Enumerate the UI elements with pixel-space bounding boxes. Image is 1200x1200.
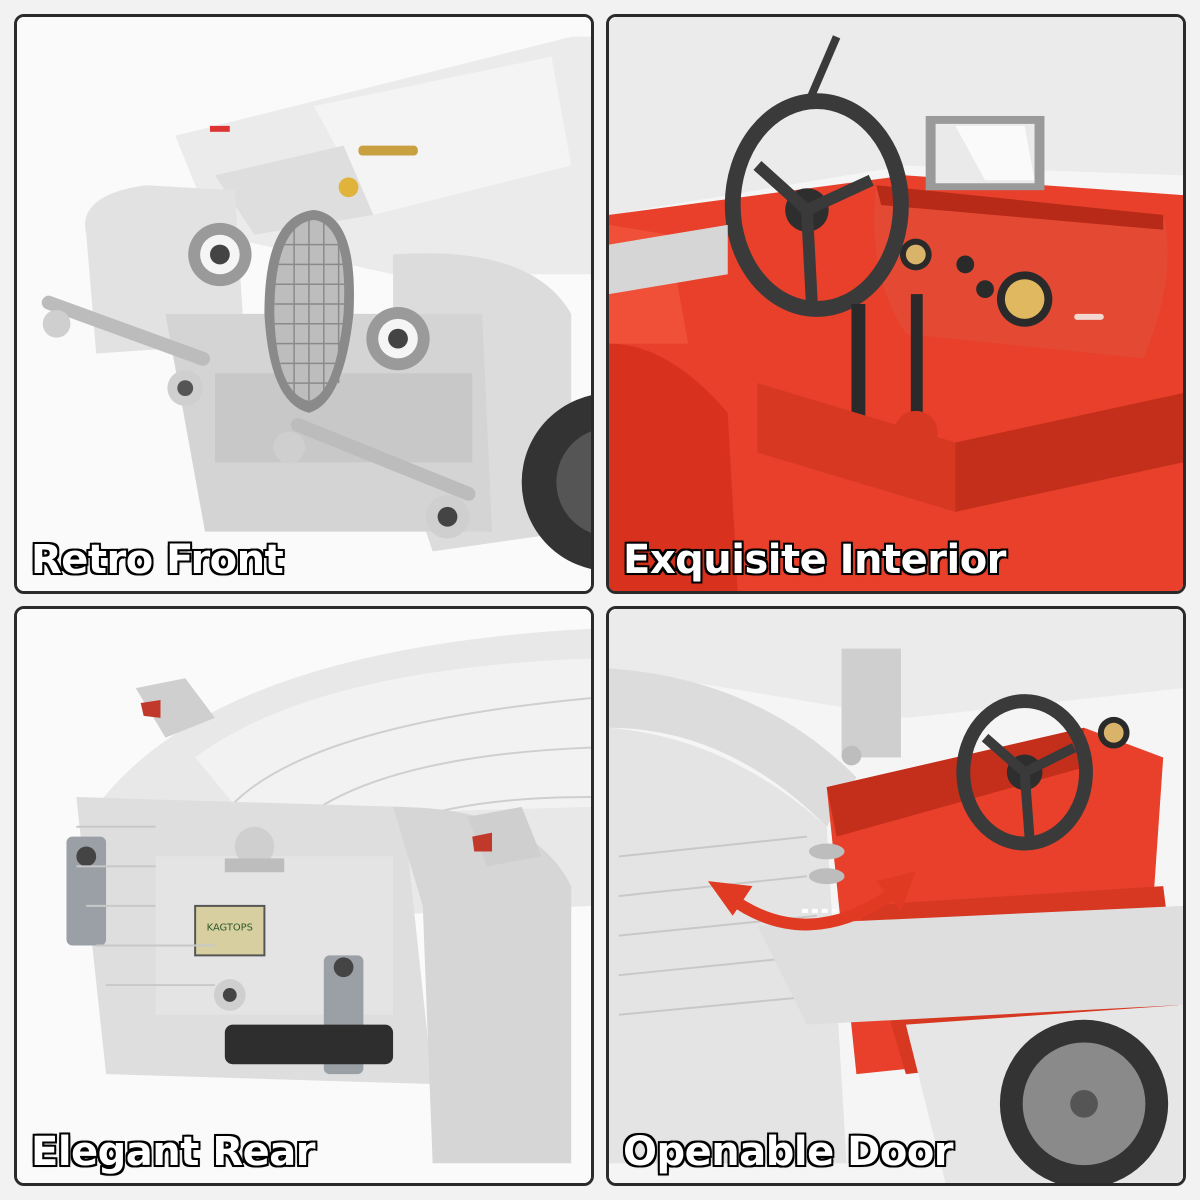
openable-door-illustration — [609, 609, 1183, 1183]
caption-exquisite-interior: Exquisite Interior — [622, 536, 1008, 585]
license-plate-text: KAGTOPS — [207, 923, 253, 934]
panel-retro-front: Retro Front — [14, 14, 594, 594]
caption-elegant-rear: Elegant Rear — [30, 1128, 317, 1177]
caption-retro-front: Retro Front — [30, 536, 285, 585]
panel-openable-door: Openable Door — [606, 606, 1186, 1186]
exquisite-interior-illustration — [609, 17, 1183, 591]
panel-elegant-rear: KAGTOPS — [14, 606, 594, 1186]
panel-exquisite-interior: Exquisite Interior — [606, 14, 1186, 594]
retro-front-illustration — [17, 17, 591, 591]
caption-openable-door: Openable Door — [622, 1128, 955, 1177]
elegant-rear-illustration: KAGTOPS — [17, 609, 591, 1183]
door-swing-arrow-icon — [724, 886, 900, 931]
